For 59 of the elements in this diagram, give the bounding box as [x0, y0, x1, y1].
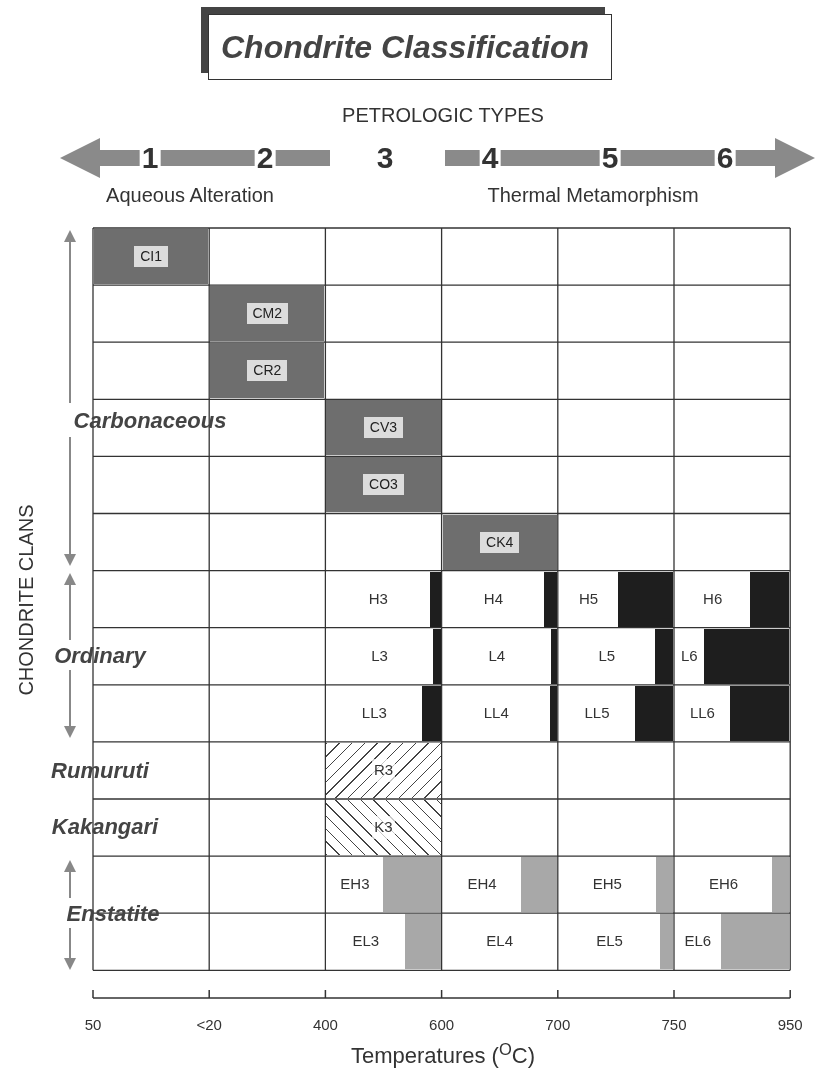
axis-heading: PETROLOGIC TYPES: [342, 103, 544, 128]
process-label: Thermal Metamorphism: [487, 183, 699, 208]
class-cell: [326, 400, 441, 456]
class-label: CV3: [363, 417, 404, 439]
class-label: L5: [558, 628, 655, 684]
class-label: L6: [675, 628, 704, 684]
class-cell: [326, 685, 441, 741]
class-cell: [326, 800, 441, 856]
class-cell: [675, 571, 790, 627]
process-label: Aqueous Alteration: [106, 183, 274, 208]
class-cell: [675, 685, 790, 741]
class-label: R3: [371, 759, 396, 782]
class-label: EL4: [442, 914, 557, 970]
tick-label: <20: [196, 1014, 222, 1035]
tick-label: 50: [84, 1014, 102, 1035]
class-label: CO3: [363, 474, 404, 496]
class-cell: [210, 343, 325, 399]
class-label: LL6: [675, 685, 730, 741]
axis-heading: CHONDRITE CLANS: [14, 504, 38, 696]
class-cell: [675, 628, 790, 684]
class-label: K3: [372, 816, 395, 839]
class-cell: [326, 742, 441, 798]
class-cell: [558, 685, 673, 741]
class-cell: [442, 514, 557, 570]
class-label: EL6: [675, 914, 721, 970]
class-cell: [326, 857, 441, 913]
class-label: L4: [442, 628, 552, 684]
class-label: LL4: [442, 685, 550, 741]
class-cell: [675, 914, 790, 970]
class-label: EH4: [442, 857, 522, 913]
class-cell: [94, 229, 209, 285]
class-label: H4: [442, 571, 545, 627]
class-cell: [326, 457, 441, 513]
class-label: L3: [326, 628, 433, 684]
tick-label: 950: [777, 1014, 803, 1035]
class-cell: [442, 857, 557, 913]
tick-label: 700: [545, 1014, 571, 1035]
axis-title: Temperatures ($^{O}$C): [351, 1038, 535, 1070]
class-label: CM2: [246, 303, 289, 325]
class-label: EL5: [558, 914, 661, 970]
class-label: EH6: [675, 857, 773, 913]
class-label: EL3: [326, 914, 406, 970]
class-cell: [558, 571, 673, 627]
class-cell: [326, 914, 441, 970]
tick-label: 400: [312, 1014, 338, 1035]
class-label: EH3: [326, 857, 384, 913]
class-label: H3: [326, 571, 431, 627]
class-label: LL5: [558, 685, 636, 741]
class-cell: [210, 286, 325, 342]
class-label: H5: [558, 571, 619, 627]
class-label: CK4: [480, 531, 520, 553]
class-label: LL3: [326, 685, 423, 741]
tick-label: 600: [429, 1014, 455, 1035]
class-cell: [558, 628, 673, 684]
tick-label: 750: [661, 1014, 687, 1035]
class-label: H6: [675, 571, 751, 627]
class-label: CR2: [247, 360, 288, 382]
class-label: CI1: [134, 246, 168, 268]
class-label: EH5: [558, 857, 656, 913]
